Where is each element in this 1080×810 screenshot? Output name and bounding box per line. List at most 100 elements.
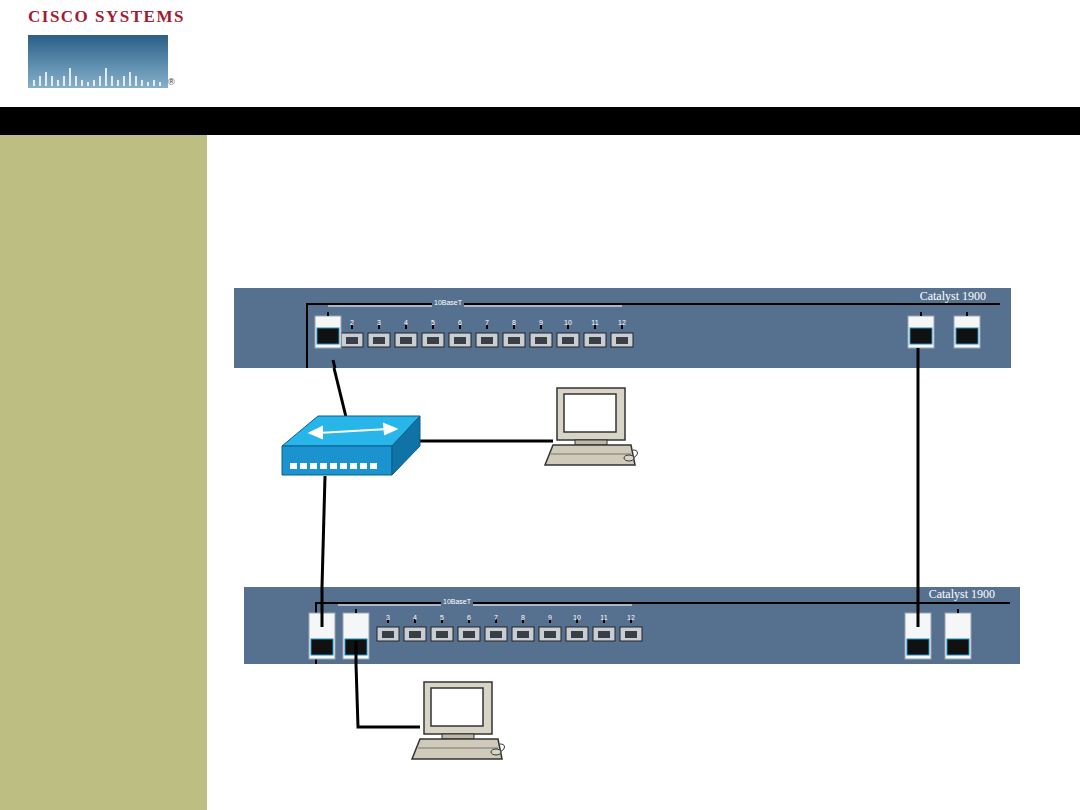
port-number: 4 [413,614,417,622]
port-jack [431,627,453,641]
port-led [966,312,968,316]
port-jack [485,627,507,641]
port-jack [341,333,363,347]
port-number: 8 [521,614,525,622]
logo-text: CISCO SYSTEMS [28,8,185,26]
plugged-port [945,613,971,659]
cable [321,587,324,627]
port-jack [566,627,588,641]
port-jack [449,333,471,347]
port-number: 6 [458,319,462,327]
port-led [957,609,959,613]
port-socket [427,337,439,344]
hub-side [392,416,420,475]
port-number: 12 [627,614,635,622]
port-jack [458,627,480,641]
port-jack [956,328,978,344]
port-socket [490,631,502,638]
port-jack [539,627,561,641]
port-socket [571,631,583,638]
port-number: 2 [350,319,354,327]
port-socket [598,631,610,638]
port-jack [530,333,552,347]
port-led [920,312,922,316]
panel-frame [316,603,1010,664]
hub-arrows [310,424,396,438]
hub-icon [282,416,420,475]
port-socket [589,337,601,344]
switch-panel: Catalyst 1900 10BaseT 3 4 5 6 7 8 9 10 11 12 [244,587,1020,664]
model-name: Catalyst 1900 [920,289,986,303]
logo-block [28,35,168,88]
port-number: 12 [618,319,626,327]
port-number: 5 [440,614,444,622]
plugged-port [315,316,341,348]
port-jack [317,328,339,344]
port-socket [373,337,385,344]
port-jack [368,333,390,347]
cable [356,664,420,727]
port-jack [476,333,498,347]
port-socket [517,631,529,638]
port-number: 9 [548,614,552,622]
port-socket [562,337,574,344]
port-socket [508,337,520,344]
switch-panel: Catalyst 190010BaseT23456789101112 [234,288,1011,368]
model-name: Catalyst 1900 [929,587,995,601]
port-jack [395,333,417,347]
port-socket [535,337,547,344]
port-socket [544,631,556,638]
port-number: 11 [600,614,607,622]
port-number: 6 [467,614,471,622]
port-jack [620,627,642,641]
port-number: 11 [591,319,598,327]
port-bracket [338,605,632,606]
port-led [355,609,357,613]
title-bar [0,107,1080,135]
port-jack [404,627,426,641]
port-number: 3 [377,319,381,327]
pc-icon [545,388,637,465]
port-socket [481,337,493,344]
cable [322,476,325,587]
plugged-port [954,316,980,348]
cable [355,641,358,664]
cable [334,368,346,417]
port-jack [512,627,534,641]
hub-leds [290,463,377,469]
cable [333,360,335,368]
port-socket [625,631,637,638]
cable [420,440,553,443]
pc-icon [412,682,504,759]
port-socket [382,631,394,638]
logo-bridge [34,68,160,86]
port-jack [503,333,525,347]
port-jack [593,627,615,641]
port-number: 10 [573,614,581,622]
port-socket [436,631,448,638]
port-jack [557,333,579,347]
port-socket [616,337,628,344]
panel-frame [307,304,1000,368]
port-bracket [328,306,622,307]
port-number: 3 [386,614,390,622]
port-jack [584,333,606,347]
port-number: 5 [431,319,435,327]
plugged-port [908,316,934,348]
trademark-mark: ® [168,77,175,87]
port-led [327,312,329,316]
port-number: 7 [494,614,498,622]
port-group-label: 10BaseT [432,299,464,307]
cable-connector [917,368,920,587]
cable [917,587,920,627]
hub-front [282,446,392,475]
port-number: 10 [564,319,572,327]
port-socket [409,631,421,638]
port-group-label: 10BaseT [441,598,473,606]
side-panel [0,135,207,810]
port-jack [311,639,333,655]
port-socket [346,337,358,344]
